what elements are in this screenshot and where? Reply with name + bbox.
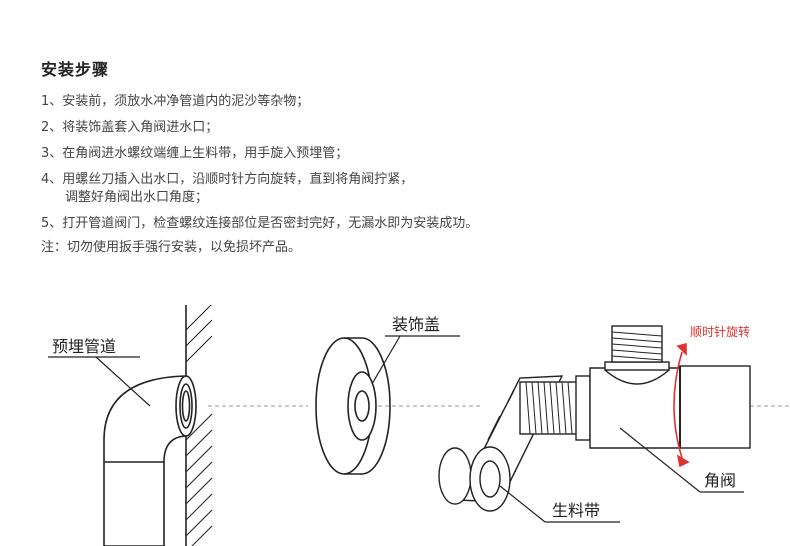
step-text: 3、在角阀进水螺纹端缠上生料带，用手旋入预埋管； [41, 146, 349, 161]
step-text: 2、将装饰盖套入角阀进水口； [41, 120, 219, 135]
step-text-continued: 调整好角阀出水口角度； [65, 190, 209, 205]
label-clockwise-rotation: 顺时针旋转 [690, 324, 750, 339]
label-decorative-cover: 装饰盖 [392, 315, 440, 334]
label-angle-valve: 角阀 [704, 471, 736, 490]
step-item: 4、用螺丝刀插入出水口，沿顺时针方向旋转，直到将角阀拧紧， 调整好角阀出水口角度… [41, 171, 478, 207]
step-item: 3、在角阀进水螺纹端缠上生料带，用手旋入预埋管； [41, 145, 478, 163]
rotation-arrow [673, 342, 690, 468]
angle-valve [519, 325, 751, 449]
label-embedded-pipe: 预埋管道 [52, 337, 116, 356]
decorative-cover [315, 337, 391, 475]
label-thread-tape: 生料带 [552, 501, 600, 520]
step-item: 2、将装饰盖套入角阀进水口； [41, 119, 478, 137]
section-title: 安装步骤 [41, 60, 110, 79]
step-item: 5、打开管道阀门，检查螺纹连接部位是否密封完好，无漏水即为安装成功。 [41, 215, 478, 233]
leader-lines [48, 335, 744, 523]
embedded-pipe [103, 375, 197, 546]
warning-note: 注：切勿使用扳手强行安装，以免损坏产品。 [41, 240, 302, 255]
install-steps-list: 1、安装前，须放水冲净管道内的泥沙等杂物； 2、将装饰盖套入角阀进水口； 3、在… [41, 93, 478, 241]
step-text: 4、用螺丝刀插入出水口，沿顺时针方向旋转，直到将角阀拧紧， [41, 172, 414, 187]
step-text: 1、安装前，须放水冲净管道内的泥沙等杂物； [41, 94, 310, 109]
step-item: 1、安装前，须放水冲净管道内的泥沙等杂物； [41, 93, 478, 111]
step-text: 5、打开管道阀门，检查螺纹连接部位是否密封完好，无漏水即为安装成功。 [41, 216, 479, 231]
